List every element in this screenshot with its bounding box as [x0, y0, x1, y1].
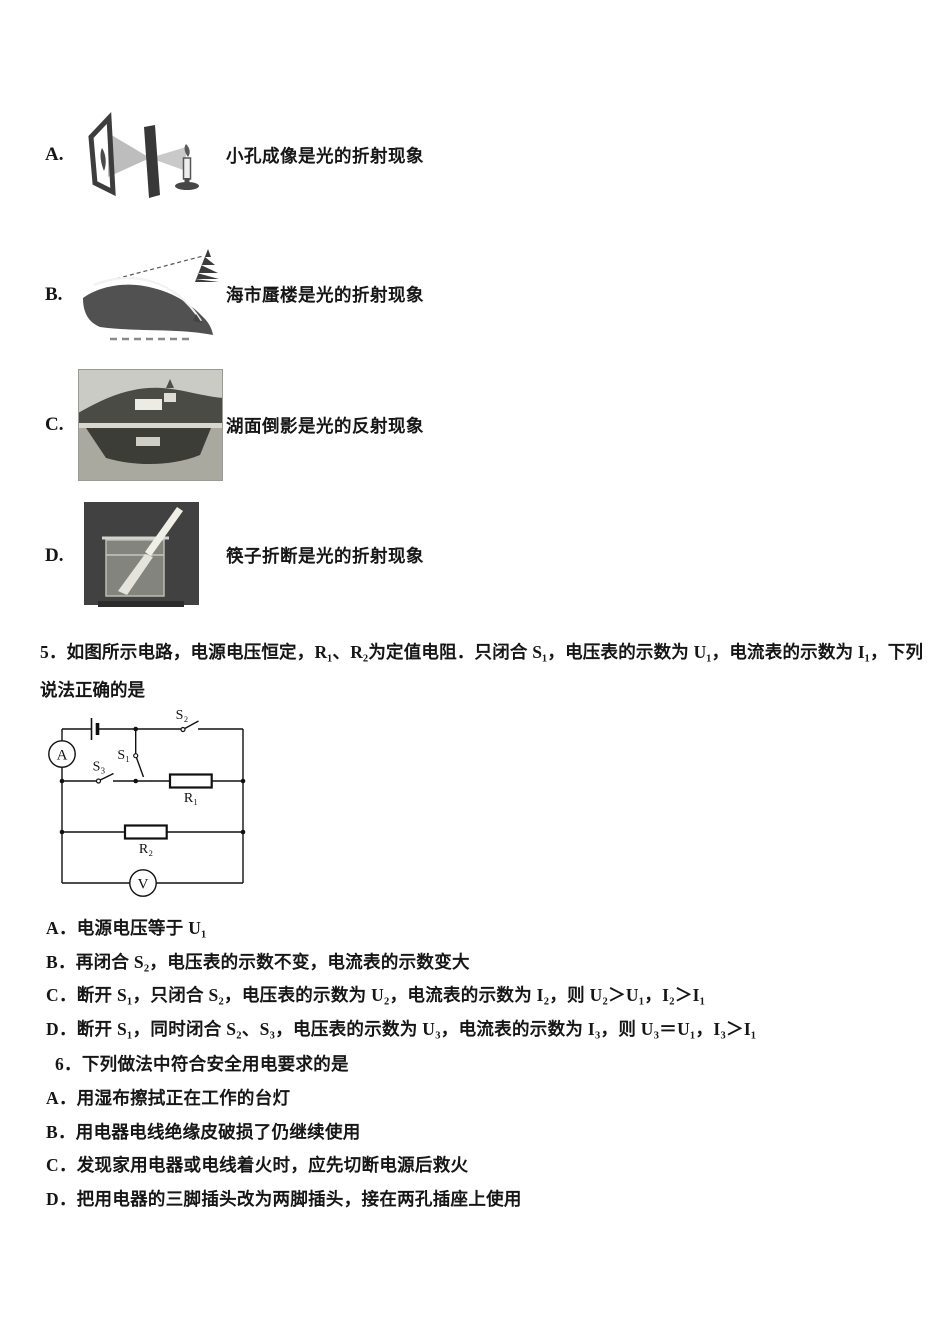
junction-dots [59, 726, 246, 835]
candle-body [182, 157, 192, 180]
question-6-option-c: C．发现家用电器或电线着火时，应先切断电源后救火 [46, 1155, 469, 1175]
pinhole-barrier [144, 125, 160, 198]
resistor-r2-label: R₂ [139, 842, 153, 857]
option-b-caption: 海市蜃楼是光的折射现象 [226, 285, 424, 305]
building-reflection [136, 437, 160, 446]
option-d-label: D. [45, 544, 64, 566]
option-row-a: A. 小孔成像是光的折射现象 [45, 107, 424, 203]
question-5-text: 5．如图所示电路，电源电压恒定，R₁、R₂为定值电阻．只闭合 S₁，电压表的示数… [40, 642, 923, 700]
option-a-caption: 小孔成像是光的折射现象 [226, 145, 424, 166]
option-row-b: B. 海市蜃楼是光的折射现象 [45, 246, 424, 343]
question-6-option-a: A．用湿布擦拭正在工作的台灯 [46, 1088, 291, 1108]
resistor-r1 [168, 773, 213, 789]
ammeter-label: A [57, 748, 68, 764]
question-5-option-b: B．再闭合 S₂，电压表的示数不变，电流表的示数变大 [46, 952, 470, 972]
white-building [135, 399, 162, 410]
chopstick-below-water [118, 554, 153, 595]
resistor-r1-label: R₁ [184, 791, 198, 806]
switch-s1 [133, 753, 145, 778]
lake-reflection-svg [78, 369, 223, 481]
inverted-image [100, 148, 106, 171]
lake-reflection-figure [78, 369, 223, 481]
question-5-option-d: D．断开 S₁，同时闭合 S₂、S₃，电压表的示数为 U₃，电流表的示数为 I₃… [46, 1019, 757, 1039]
refracted-ray [93, 277, 202, 322]
pagoda-silhouette [195, 249, 219, 282]
switch-s3-label: S₃ [93, 760, 106, 775]
screen-frame [88, 112, 116, 197]
circuit-diagram: A V S₁ S₂ S₃ R₁ R₂ [45, 706, 265, 906]
switch-s1-label: S₁ [117, 748, 130, 763]
candle-flame [184, 144, 190, 157]
option-c-label: C. [45, 414, 64, 435]
switch-s2 [180, 720, 199, 733]
resistor-r2 [123, 824, 168, 840]
question-6-option-d: D．把用电器的三脚插头改为两脚插头，接在两孔插座上使用 [46, 1189, 522, 1209]
option-c-caption: 湖面倒影是光的反射现象 [226, 415, 424, 436]
ammeter [48, 740, 76, 768]
switch-s2-label: S₂ [176, 708, 189, 723]
mirage-figure [78, 246, 228, 343]
question-6-text: 6．下列做法中符合安全用电要求的是 [55, 1054, 349, 1074]
battery-symbol [90, 718, 100, 740]
question-5-option-a: A．电源电压等于 U₁ [46, 918, 207, 938]
chopstick-above-water [145, 507, 183, 556]
chopstick-figure [78, 498, 205, 613]
switch-s3 [95, 772, 114, 784]
option-row-c: 湖面倒影是光的反射现象 C. [45, 369, 424, 481]
chopstick-svg [84, 502, 199, 607]
option-a-label: A. [45, 144, 64, 165]
hill-reflection [86, 428, 211, 465]
option-b-label: B. [45, 283, 63, 305]
question-5-option-c: C．断开 S₁，只闭合 S₂，电压表的示数为 U₂，电流表的示数为 I₂，则 U… [46, 985, 706, 1005]
sea-mass [83, 284, 213, 335]
mirage-svg [83, 249, 219, 341]
option-row-d: D. 筷子折断是光的折射现象 [45, 498, 424, 613]
question-6-option-b: B．用电器电线绝缘皮破损了仍继续使用 [46, 1122, 361, 1142]
voltmeter [129, 869, 157, 897]
sight-line [95, 255, 204, 285]
circuit-wires [61, 728, 244, 884]
pinhole-imaging-figure [78, 107, 215, 203]
option-d-caption: 筷子折断是光的折射现象 [226, 546, 424, 566]
circuit-svg: A V S₁ S₂ S₃ R₁ R₂ [48, 708, 246, 897]
voltmeter-label: V [138, 877, 149, 893]
candle-base [175, 182, 199, 190]
pinhole-imaging-svg [88, 112, 199, 198]
shore-band [78, 423, 223, 428]
